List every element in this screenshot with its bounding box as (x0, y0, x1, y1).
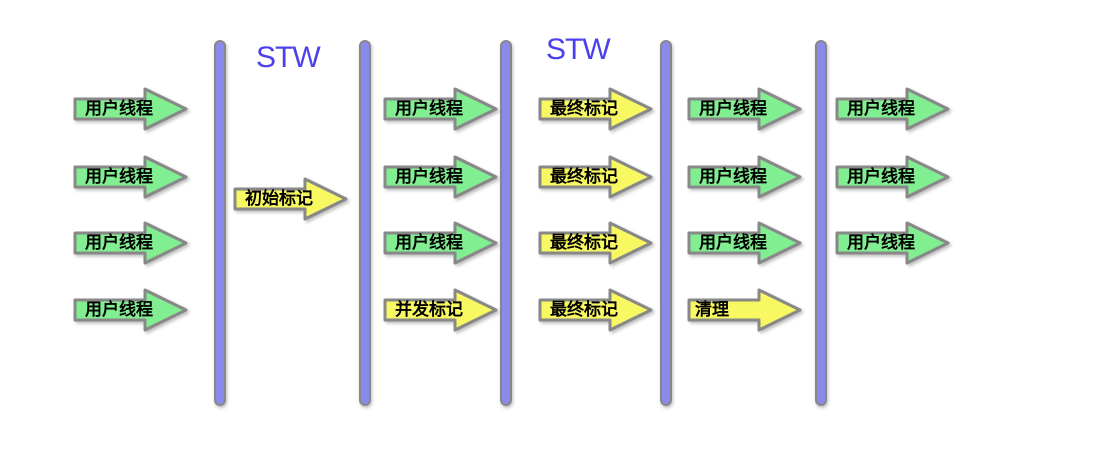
timeline-bar-3 (500, 40, 512, 406)
arrow-label: 最终标记 (550, 300, 618, 319)
arrow-user-thread: 用户线程 (383, 86, 499, 132)
arrow-user-thread: 用户线程 (383, 220, 499, 266)
timeline-bar-2 (359, 40, 371, 406)
timeline-bar-5 (815, 40, 827, 406)
arrow-user-thread: 用户线程 (73, 287, 189, 333)
right-arrow-shape (383, 288, 498, 332)
arrow-concurrent-mark: 并发标记 (383, 287, 499, 333)
arrow-label: 最终标记 (550, 99, 618, 118)
right-arrow-shape (383, 155, 498, 199)
right-arrow-shape (383, 221, 498, 265)
arrow-user-thread: 用户线程 (73, 86, 189, 132)
arrow-label: 用户线程 (395, 233, 463, 252)
right-arrow-shape (233, 177, 348, 221)
arrow-label: 用户线程 (85, 99, 153, 118)
arrow-user-thread: 用户线程 (687, 86, 803, 132)
right-arrow-shape (538, 221, 653, 265)
arrow-user-thread: 用户线程 (835, 86, 951, 132)
right-arrow-shape (687, 288, 802, 332)
arrow-label: 用户线程 (85, 233, 153, 252)
arrow-user-thread: 用户线程 (835, 154, 951, 200)
arrow-cleanup: 清理 (687, 287, 803, 333)
right-arrow-shape (73, 155, 188, 199)
arrow-label: 用户线程 (699, 99, 767, 118)
right-arrow-shape (73, 221, 188, 265)
arrow-label: 清理 (695, 300, 729, 319)
right-arrow-shape (538, 87, 653, 131)
right-arrow-shape (538, 155, 653, 199)
arrow-user-thread: 用户线程 (73, 220, 189, 266)
arrow-label: 最终标记 (550, 167, 618, 186)
right-arrow-shape (835, 155, 950, 199)
arrow-label: 用户线程 (85, 300, 153, 319)
right-arrow-shape (538, 288, 653, 332)
right-arrow-shape (73, 87, 188, 131)
stw-label-1: STW (256, 41, 321, 74)
arrow-user-thread: 用户线程 (73, 154, 189, 200)
arrow-label: 用户线程 (847, 233, 915, 252)
arrow-label: 用户线程 (395, 99, 463, 118)
arrow-label: 用户线程 (699, 167, 767, 186)
arrow-user-thread: 用户线程 (687, 220, 803, 266)
arrow-user-thread: 用户线程 (835, 220, 951, 266)
arrow-label: 用户线程 (699, 233, 767, 252)
right-arrow-shape (835, 87, 950, 131)
arrow-final-mark: 最终标记 (538, 220, 654, 266)
arrow-user-thread: 用户线程 (383, 154, 499, 200)
right-arrow-shape (73, 288, 188, 332)
stw-label-2: STW (546, 33, 611, 66)
right-arrow-shape (687, 221, 802, 265)
arrow-final-mark: 最终标记 (538, 287, 654, 333)
right-arrow-shape (687, 155, 802, 199)
timeline-bar-4 (660, 40, 672, 406)
arrow-label: 并发标记 (395, 300, 463, 319)
arrow-label: 初始标记 (245, 189, 313, 208)
arrow-final-mark: 最终标记 (538, 86, 654, 132)
arrow-user-thread: 用户线程 (687, 154, 803, 200)
timeline-bar-1 (214, 40, 226, 406)
arrow-label: 用户线程 (847, 99, 915, 118)
arrow-label: 用户线程 (395, 167, 463, 186)
arrow-label: 用户线程 (85, 167, 153, 186)
right-arrow-shape (835, 221, 950, 265)
arrow-label: 用户线程 (847, 167, 915, 186)
right-arrow-shape (383, 87, 498, 131)
right-arrow-shape (687, 87, 802, 131)
arrow-initial-mark: 初始标记 (233, 176, 349, 222)
arrow-label: 最终标记 (550, 233, 618, 252)
arrow-final-mark: 最终标记 (538, 154, 654, 200)
